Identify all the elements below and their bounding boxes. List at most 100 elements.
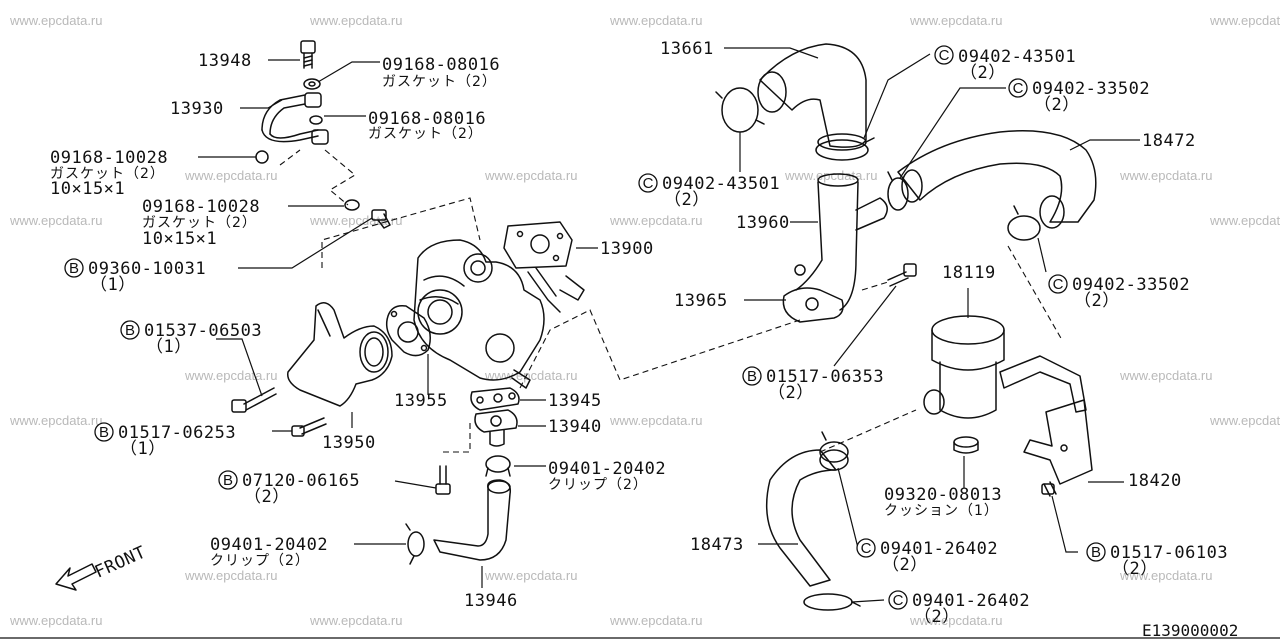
- watermark: www.epcdata.ru: [9, 213, 103, 228]
- watermarks: www.epcdata.ru www.epcdata.ru www.epcdat…: [9, 13, 1280, 628]
- bracket-18420: [999, 355, 1093, 485]
- label-cushion-sub: クッション（1）: [884, 503, 999, 519]
- clamp-mark: [1008, 78, 1028, 98]
- gasket-washer: [309, 115, 323, 125]
- bolt-mark-letter: B: [125, 322, 135, 339]
- label-bolt-09360: 09360-10031: [88, 259, 206, 279]
- bolt-mark-letter: B: [1091, 544, 1101, 561]
- watermark: www.epcdata.ru: [609, 13, 703, 28]
- intake-duct-18472: [897, 130, 1097, 229]
- front-label: FRONT: [92, 542, 149, 582]
- watermark: www.epcdata.ru: [784, 168, 878, 183]
- label-gasket-4: 09168-10028: [142, 197, 260, 217]
- hose-clamp-09401-26402-lower: [803, 593, 861, 611]
- bolt-07120-06165: [435, 465, 451, 495]
- label-bolt-01517-b-qty: （2）: [768, 383, 814, 403]
- label-clamp-5: 09401-26402: [880, 539, 998, 559]
- watermark: www.epcdata.ru: [9, 413, 103, 428]
- label-gasket-1: 09168-08016: [382, 55, 500, 75]
- bolt-01517-06353: [887, 263, 917, 287]
- watermark: www.epcdata.ru: [184, 168, 278, 183]
- clamp-mark: [638, 173, 658, 193]
- watermark: www.epcdata.ru: [9, 613, 103, 628]
- label-clamp-3-qty: （2）: [664, 190, 710, 210]
- assembly-line: [321, 197, 481, 268]
- assembly-line: [1007, 245, 1063, 341]
- watermark: www.epcdata.ru: [909, 13, 1003, 28]
- gasket-washer: [255, 150, 269, 164]
- watermark: www.epcdata.ru: [1209, 413, 1280, 428]
- union-bolt: [371, 209, 391, 229]
- label-18119: 18119: [942, 263, 996, 283]
- clamp-mark-letter: C: [893, 592, 904, 609]
- oil-return-flange-13940: [474, 409, 518, 447]
- clamp-mark-letter: C: [939, 47, 950, 64]
- clamp-mark-letter: C: [861, 540, 872, 557]
- label-13946: 13946: [464, 591, 518, 611]
- label-gasket-1-sub: ガスケット（2）: [382, 74, 497, 90]
- label-gasket-4-sub: ガスケット（2）: [142, 215, 257, 231]
- clamp-mark: [888, 590, 908, 610]
- watermark: www.epcdata.ru: [309, 613, 403, 628]
- bolt-mark: [218, 470, 238, 490]
- label-gasket-3: 09168-10028: [50, 148, 168, 168]
- assembly-line: [819, 409, 917, 453]
- watermark: www.epcdata.ru: [1119, 568, 1213, 583]
- assembly-line: [279, 149, 301, 166]
- clamp-mark-letter: C: [643, 175, 654, 192]
- assembly-line: [443, 420, 471, 453]
- label-18472: 18472: [1142, 131, 1196, 151]
- label-18420: 18420: [1128, 471, 1182, 491]
- cushion-09320-08013: [953, 436, 979, 454]
- gasket-washer-hole: [308, 81, 316, 87]
- label-bolt-01537: 01537-06503: [144, 321, 262, 341]
- label-bolt-07120-qty: （2）: [244, 487, 290, 507]
- bolt-01517-06253: [291, 417, 327, 437]
- watermark: www.epcdata.ru: [484, 568, 578, 583]
- clamp-mark-letter: C: [1013, 80, 1024, 97]
- gasket-washer: [303, 78, 321, 90]
- label-13940: 13940: [548, 417, 602, 437]
- watermark: www.epcdata.ru: [1209, 13, 1280, 28]
- oil-feed-bolt-13948: [300, 40, 316, 69]
- outlet-elbow-13950: [287, 302, 393, 407]
- label-bolt-01517-a: 01517-06253: [118, 423, 236, 443]
- label-cushion: 09320-08013: [884, 485, 1002, 505]
- gasket-13955: [385, 304, 431, 357]
- label-clip-2-sub: クリップ（2）: [210, 553, 310, 569]
- watermark: www.epcdata.ru: [1209, 213, 1280, 228]
- assembly-line: [519, 309, 801, 389]
- diagram-code: E139000002: [1142, 621, 1238, 640]
- gasket-washer: [344, 199, 360, 211]
- bolt-mark-letter: B: [69, 260, 79, 277]
- label-bolt-01517-c-qty: （2）: [1112, 559, 1158, 579]
- clamp-mark: [856, 538, 876, 558]
- label-13945: 13945: [548, 391, 602, 411]
- label-clamp-4-qty: （2）: [1074, 291, 1120, 311]
- label-18473: 18473: [690, 535, 744, 555]
- label-gasket-2-sub: ガスケット（2）: [368, 126, 483, 142]
- watermark: www.epcdata.ru: [1119, 368, 1213, 383]
- watermark: www.epcdata.ru: [609, 213, 703, 228]
- label-13955: 13955: [394, 391, 448, 411]
- hose-clamp-09401-26402-upper: [819, 431, 849, 463]
- label-clip-1: 09401-20402: [548, 459, 666, 479]
- air-pipe-13960: [794, 173, 888, 311]
- bolt-mark: [94, 422, 114, 442]
- label-clamp-1-qty: （2）: [960, 63, 1006, 83]
- label-13661: 13661: [660, 39, 714, 59]
- clip-09401-20402-upper: [485, 455, 511, 477]
- label-clip-2: 09401-20402: [210, 535, 328, 555]
- bolt-mark: [742, 366, 762, 386]
- label-clamp-2: 09402-33502: [1032, 79, 1150, 99]
- label-gasket-2: 09168-08016: [368, 109, 486, 129]
- hose-clamp-09402-33502-lower: [1007, 205, 1041, 241]
- label-bolt-09360-qty: （1）: [90, 275, 136, 295]
- label-gasket-3-sub: ガスケット（2）: [50, 166, 165, 182]
- label-13965: 13965: [674, 291, 728, 311]
- bolt-mark: [1086, 542, 1106, 562]
- label-bolt-01517-a-qty: （1）: [120, 439, 166, 459]
- oil-return-hose-13946: [433, 479, 512, 561]
- watermark: www.epcdata.ru: [309, 13, 403, 28]
